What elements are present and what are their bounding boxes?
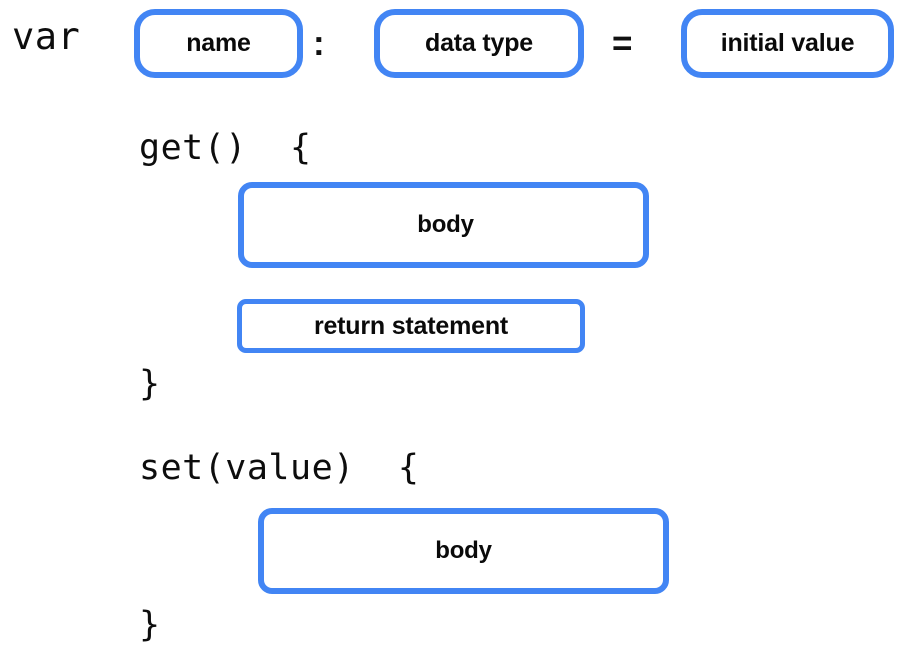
data-type-placeholder-label: data type — [425, 29, 533, 57]
initial-value-placeholder-label: initial value — [720, 29, 855, 57]
setter-closing-brace: } — [139, 605, 161, 645]
equals-operator: = — [612, 24, 633, 63]
colon-operator: : — [313, 24, 325, 63]
return-statement-placeholder-label: return statement — [313, 311, 509, 340]
setter-header: set(value) { — [139, 448, 420, 488]
getter-closing-brace: } — [139, 364, 161, 404]
data-type-placeholder-box[interactable]: data type — [374, 9, 584, 78]
setter-body-placeholder-label: body — [435, 537, 492, 564]
name-placeholder-label: name — [186, 29, 251, 57]
initial-value-placeholder-box[interactable]: initial value — [681, 9, 894, 78]
var-keyword: var — [12, 15, 81, 58]
return-statement-placeholder-box[interactable]: return statement — [237, 299, 585, 353]
setter-body-placeholder-box[interactable]: body — [258, 508, 669, 594]
getter-body-placeholder-box[interactable]: body — [238, 182, 649, 268]
getter-header: get() { — [139, 128, 312, 168]
getter-body-placeholder-label: body — [417, 211, 474, 238]
name-placeholder-box[interactable]: name — [134, 9, 303, 78]
